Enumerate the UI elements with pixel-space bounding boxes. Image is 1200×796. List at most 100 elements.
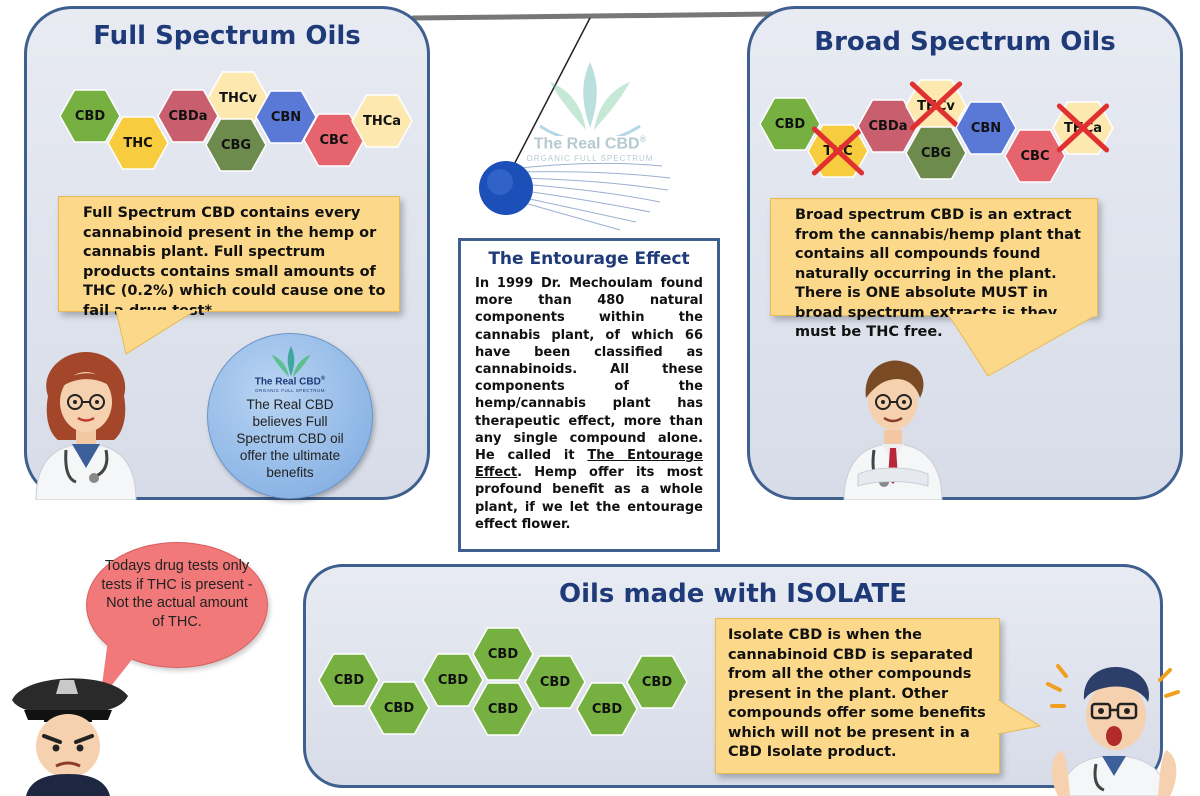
- full-spectrum-hex-thcv-label: THCv: [219, 90, 257, 106]
- full-spectrum-hex-cbc-label: CBC: [319, 132, 349, 148]
- full-spectrum-hex-cbc-shape: [303, 113, 365, 167]
- isolate-hex-2: CBD: [368, 681, 430, 735]
- logo-brand: The Real CBD: [533, 135, 640, 153]
- isolate-title: Oils made with ISOLATE: [559, 579, 907, 609]
- broad-spectrum-hex-cbd-shape: [759, 97, 821, 151]
- broad-spectrum-hex-cbn-shape: [955, 101, 1017, 155]
- isolate-hex-5-label: CBD: [487, 701, 519, 717]
- full-spectrum-hex-cbn-label: CBN: [270, 109, 302, 125]
- broad-spectrum-hex-cbd: CBD: [759, 97, 821, 151]
- isolate-note: Isolate CBD is when the cannabinoid CBD …: [715, 618, 1000, 774]
- isolate-hex-2-label: CBD: [383, 700, 415, 716]
- logo-tagline: ORGANIC FULL SPECTRUM: [526, 154, 654, 163]
- police-officer-icon: [12, 678, 128, 796]
- full-spectrum-hex-cbg: CBG: [205, 118, 267, 172]
- isolate-hex-7-label: CBD: [591, 701, 623, 717]
- entourage-effect-link: The Entourage Effect: [475, 448, 703, 481]
- full-spectrum-title: Full Spectrum Oils: [93, 21, 361, 51]
- full-spectrum-hex-cbg-label: CBG: [220, 137, 252, 153]
- doctor-male-icon: [843, 360, 943, 500]
- full-spectrum-hex-thc-shape: [107, 116, 169, 170]
- leaf-logo-icon: [539, 62, 641, 136]
- full-spectrum-note-text: Full Spectrum CBD contains every cannabi…: [83, 205, 386, 319]
- full-spectrum-note-tail: [115, 310, 197, 355]
- circle-logo-tagline: ORGANIC FULL SPECTRUM: [254, 388, 326, 393]
- broad-spectrum-note-tail: [948, 314, 1100, 377]
- full-spectrum-hex-thca: THCa: [351, 94, 413, 148]
- full-spectrum-hex-cbc: CBC: [303, 113, 365, 167]
- isolate-hex-8-shape: [626, 655, 688, 709]
- full-spectrum-hex-cbd-shape: [59, 89, 121, 143]
- isolate-hex-5: CBD: [472, 682, 534, 736]
- circle-logo-brand: The Real CBD: [254, 376, 321, 388]
- isolate-hex-7-shape: [576, 682, 638, 736]
- isolate-hex-4-label: CBD: [487, 646, 519, 662]
- full-spectrum-hex-cbn-shape: [255, 90, 317, 144]
- isolate-hex-1-label: CBD: [333, 672, 365, 688]
- full-spectrum-hex-thc-label: THC: [123, 135, 153, 151]
- doctor-female-icon: [35, 352, 137, 500]
- isolate-hex-6-label: CBD: [539, 674, 571, 690]
- isolate-hex-8-label: CBD: [641, 674, 673, 690]
- full-spectrum-note: Full Spectrum CBD contains every cannabi…: [58, 196, 400, 319]
- broad-spectrum-hex-cbd-label: CBD: [774, 116, 806, 132]
- leaf-logo-small-icon: [271, 345, 311, 378]
- isolate-hex-1-shape: [318, 653, 380, 707]
- full-spectrum-hex-cbg-shape: [205, 118, 267, 172]
- entourage-body-part1: In 1999 Dr. Mechoulam found more than 48…: [475, 276, 703, 464]
- broad-spectrum-hex-cbn: CBN: [955, 101, 1017, 155]
- broad-spectrum-hex-thca: THCa: [1052, 101, 1114, 155]
- logo-registered: ®: [639, 134, 647, 144]
- broad-spectrum-hex-cbda-label: CBDa: [868, 118, 908, 134]
- full-spectrum-hex-thca-shape: [351, 94, 413, 148]
- surprised-doctor-icon: [1046, 664, 1180, 796]
- isolate-hex-4-shape: [472, 627, 534, 681]
- full-spectrum-hex-cbd-label: CBD: [74, 108, 106, 124]
- broad-spectrum-hex-thc: THC: [807, 124, 869, 178]
- isolate-hex-4: CBD: [472, 627, 534, 681]
- isolate-hex-3: CBD: [422, 653, 484, 707]
- isolate-note-text: Isolate CBD is when the cannabinoid CBD …: [728, 627, 986, 760]
- broad-spectrum-hex-cbc-label: CBC: [1020, 148, 1050, 164]
- full-spectrum-hex-thca-label: THCa: [362, 113, 402, 129]
- isolate-hex-6: CBD: [524, 655, 586, 709]
- entourage-body-part2: . Hemp offer its most profound benefit a…: [475, 465, 703, 532]
- real-cbd-circle-note: The Real CBD® ORGANIC FULL SPECTRUM The …: [207, 333, 373, 499]
- circle-note-text: The Real CBD believes Full Spectrum CBD …: [236, 397, 344, 480]
- entourage-body: In 1999 Dr. Mechoulam found more than 48…: [461, 269, 717, 533]
- full-spectrum-hex-cbda: CBDa: [157, 89, 219, 143]
- broad-spectrum-title: Broad Spectrum Oils: [814, 27, 1116, 57]
- isolate-hex-7: CBD: [576, 682, 638, 736]
- full-spectrum-hex-cbda-label: CBDa: [168, 108, 208, 124]
- red-cross-icon: [1056, 103, 1110, 153]
- isolate-hex-8: CBD: [626, 655, 688, 709]
- newtons-cradle-icon: [411, 11, 779, 231]
- isolate-hex-1: CBD: [318, 653, 380, 707]
- circle-logo-registered: ®: [320, 376, 326, 382]
- isolate-hex-3-shape: [422, 653, 484, 707]
- logo-watermark: The Real CBD® ORGANIC FULL SPECTRUM: [490, 56, 690, 176]
- broad-spectrum-hex-cbda-shape: [857, 99, 919, 153]
- full-spectrum-hex-thc: THC: [107, 116, 169, 170]
- isolate-note-tail: [998, 700, 1042, 735]
- broad-spectrum-hex-cbn-label: CBN: [970, 120, 1002, 136]
- full-spectrum-hex-cbda-shape: [157, 89, 219, 143]
- red-cross-icon: [811, 126, 865, 176]
- broad-spectrum-note: Broad spectrum CBD is an extract from th…: [770, 198, 1098, 340]
- red-cross-icon: [909, 81, 963, 131]
- broad-spectrum-hex-cbg-shape: [905, 126, 967, 180]
- full-spectrum-hex-cbn: CBN: [255, 90, 317, 144]
- police-note-text: Todays drug tests only tests if THC is p…: [101, 558, 253, 630]
- entourage-effect-box: The Entourage Effect In 1999 Dr. Mechoul…: [458, 238, 720, 552]
- isolate-hex-5-shape: [472, 682, 534, 736]
- broad-spectrum-hex-cbc: CBC: [1004, 129, 1066, 183]
- broad-spectrum-hex-cbc-shape: [1004, 129, 1066, 183]
- isolate-hex-6-shape: [524, 655, 586, 709]
- full-spectrum-hex-cbd: CBD: [59, 89, 121, 143]
- broad-spectrum-hex-cbg-label: CBG: [920, 145, 952, 161]
- entourage-title: The Entourage Effect: [488, 249, 690, 269]
- broad-spectrum-hex-cbg: CBG: [905, 126, 967, 180]
- isolate-hex-3-label: CBD: [437, 672, 469, 688]
- broad-spectrum-hex-cbda: CBDa: [857, 99, 919, 153]
- isolate-hex-2-shape: [368, 681, 430, 735]
